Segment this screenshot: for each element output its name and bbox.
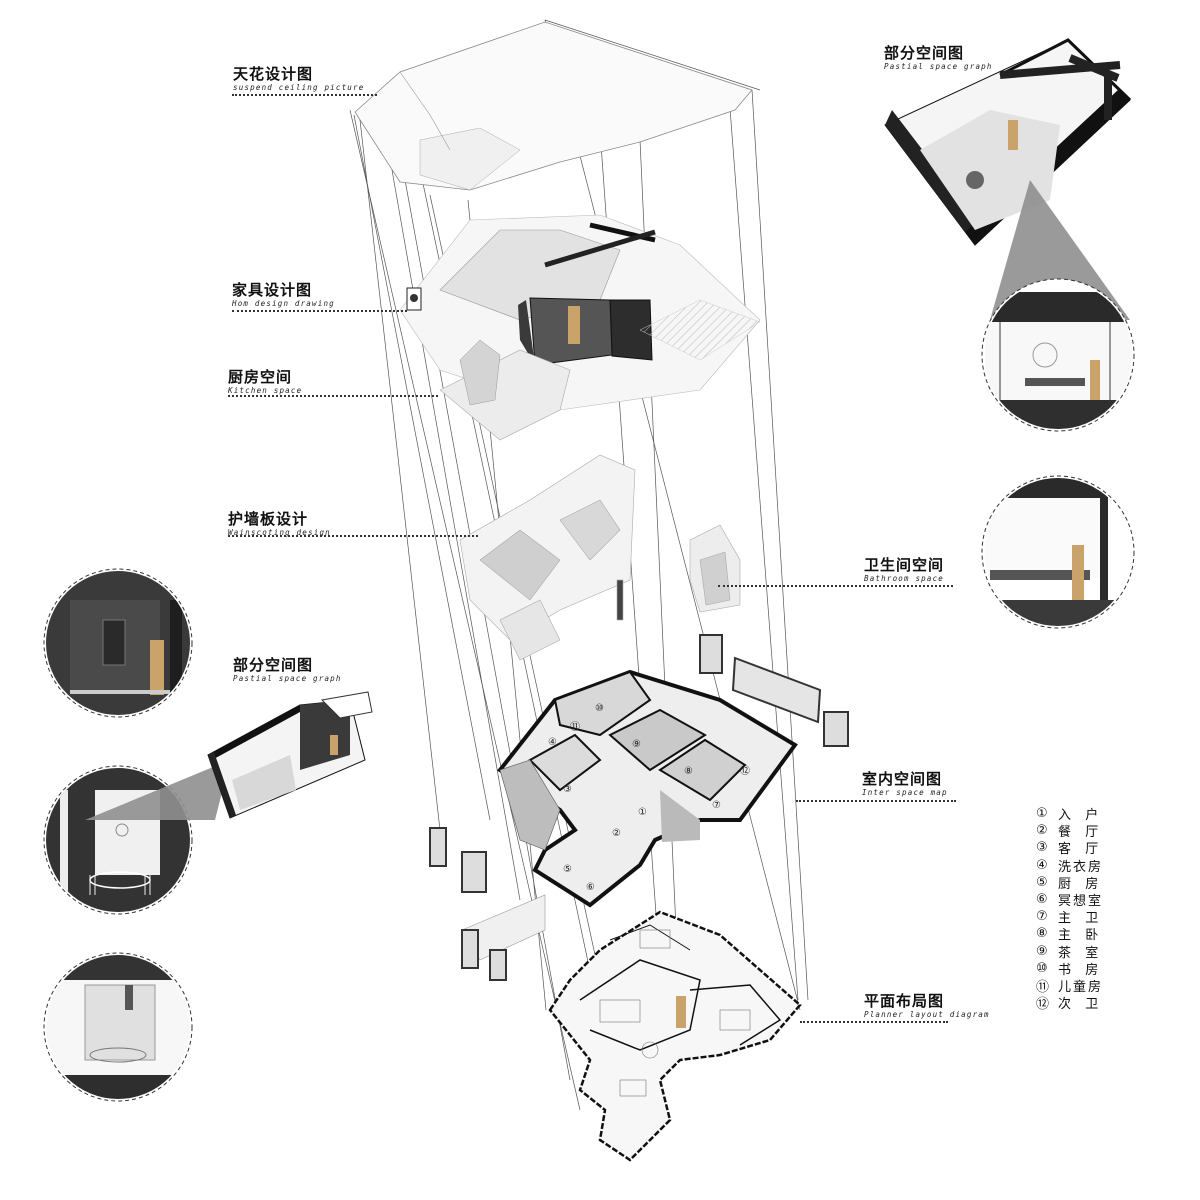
leader-line — [228, 395, 438, 397]
room-marker: ⑤ — [563, 864, 572, 875]
label-kitchen: 厨房空间 Kitchen space — [228, 368, 303, 395]
plan-layer — [548, 910, 802, 1162]
label-plan: 平面布局图 Planner layout diagram — [864, 992, 990, 1019]
room-marker: ③ — [563, 784, 572, 795]
label-furniture: 家具设计图 Hom design drawing — [232, 281, 335, 308]
vignette-right-2 — [981, 475, 1135, 629]
label-wainscot: 护墙板设计 Wainscoting design — [228, 510, 331, 537]
leader-line — [800, 1021, 948, 1023]
leader-line — [796, 800, 956, 802]
label-bathroom: 卫生间空间 Bathroom space — [864, 556, 945, 583]
label-partial-left: 部分空间图 Pastial space graph — [233, 656, 342, 683]
vignette-left-1 — [43, 568, 193, 718]
room-marker: ⑧ — [684, 766, 693, 777]
leader-line — [232, 94, 377, 96]
label-partial-right: 部分空间图 Pastial space graph — [884, 44, 993, 71]
ceiling-layer — [354, 21, 753, 191]
interior-layer: ① ② ③ ④ ⑤ ⑥ ⑦ ⑧ ⑨ ⑩ ⑪ ⑫ — [429, 634, 849, 981]
label-ceiling: 天花设计图 suspend ceiling picture — [233, 65, 365, 92]
room-marker: ⑦ — [712, 800, 721, 811]
partial-space-box-right — [884, 38, 1132, 320]
room-marker: ⑫ — [740, 765, 750, 777]
partial-space-box-left — [85, 691, 373, 820]
leader-line — [718, 585, 953, 587]
figure-icon — [568, 306, 580, 344]
room-marker: ④ — [548, 737, 557, 748]
room-marker: ⑩ — [595, 703, 604, 714]
wainscot-layer — [459, 454, 741, 661]
room-marker: ⑨ — [632, 739, 641, 750]
room-marker: ① — [638, 807, 647, 818]
figure-icon — [676, 996, 686, 1028]
room-marker: ② — [612, 828, 621, 839]
room-marker: ⑥ — [586, 882, 595, 893]
vignette-left-3 — [43, 952, 193, 1102]
furniture-layer — [399, 214, 761, 441]
label-interior: 室内空间图 Inter space map — [862, 770, 948, 797]
room-marker: ⑪ — [570, 721, 580, 733]
leader-line — [232, 310, 407, 312]
leader-line — [228, 535, 478, 537]
